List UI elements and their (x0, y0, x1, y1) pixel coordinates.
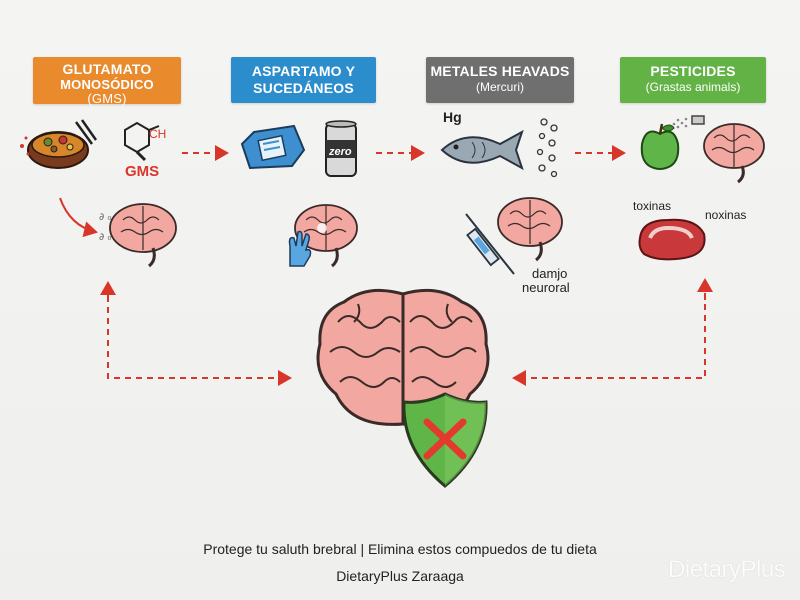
apple-icon (640, 123, 680, 170)
toxinas-label: toxinas (633, 199, 672, 213)
label-aspartamo-line1: ASPARTAMO Y (251, 63, 356, 79)
central-brain-icon (316, 288, 490, 426)
molecule-icon (124, 121, 160, 162)
label-metales: METALES HEAVADS (Mercuri) (426, 57, 574, 103)
label-glutamato-sub: (GMS) (87, 91, 127, 106)
cross-line-2 (423, 418, 467, 460)
spray-icon (672, 115, 705, 129)
label-metales-sub: (Mercuri) (476, 80, 524, 94)
label-aspartamo: ASPARTAMO Y SUCEDÁNEOS (231, 57, 376, 103)
footer-brand: DietaryPlus Zaraaga (336, 568, 464, 584)
syringe-icon (465, 213, 515, 275)
zero-label: zero (329, 146, 352, 158)
arrow-left-loop (107, 285, 292, 386)
arrow-right-loop (512, 282, 706, 386)
label-glutamato-line1: GLUTAMATO (62, 61, 152, 77)
brain-icon-1: ∂ ₀ ∂ ₀ (99, 203, 177, 268)
label-pesticides: PESTICIDES (Grastas animals) (620, 57, 766, 103)
label-aspartamo-line2: SUCEDÁNEOS (253, 80, 354, 96)
bubbles-icon (536, 118, 558, 178)
label-pesticides-sub: (Grastas animals) (645, 80, 741, 94)
noxinas-label: noxinas (705, 208, 747, 222)
damage-label-line1: damjo (532, 266, 568, 281)
meat-icon (638, 218, 706, 261)
curved-arrow (59, 197, 98, 238)
label-glutamato-line2: MONOSÓDICO (60, 77, 154, 92)
label-glutamato: GLUTAMATO MONOSÓDICO (GMS) (33, 57, 181, 106)
molecule-ch-label: CH (149, 127, 167, 141)
fish-icon (440, 129, 524, 171)
damage-label-line2: neuroral (522, 280, 570, 295)
label-metales-line1: METALES HEAVADS (430, 63, 570, 79)
noodle-bowl-icon (20, 119, 98, 169)
shield-icon (402, 392, 488, 488)
brain-icon-2 (294, 204, 358, 268)
footer-tagline: Protege tu saluth brebral | Elimina esto… (203, 541, 597, 557)
svg-text:∂ ₀: ∂ ₀ (99, 232, 111, 243)
hg-label: Hg (443, 109, 462, 125)
brain-icon-4 (703, 123, 765, 184)
brain-icon-3 (497, 197, 563, 262)
soda-can-icon (325, 120, 357, 177)
label-pesticides-line1: PESTICIDES (650, 63, 736, 79)
glove-icon (288, 230, 312, 267)
watermark: DietaryPlus (668, 556, 786, 583)
gms-label: GMS (125, 163, 160, 180)
candy-wrapper-icon (240, 124, 306, 170)
svg-text:∂ ₀: ∂ ₀ (99, 212, 111, 223)
